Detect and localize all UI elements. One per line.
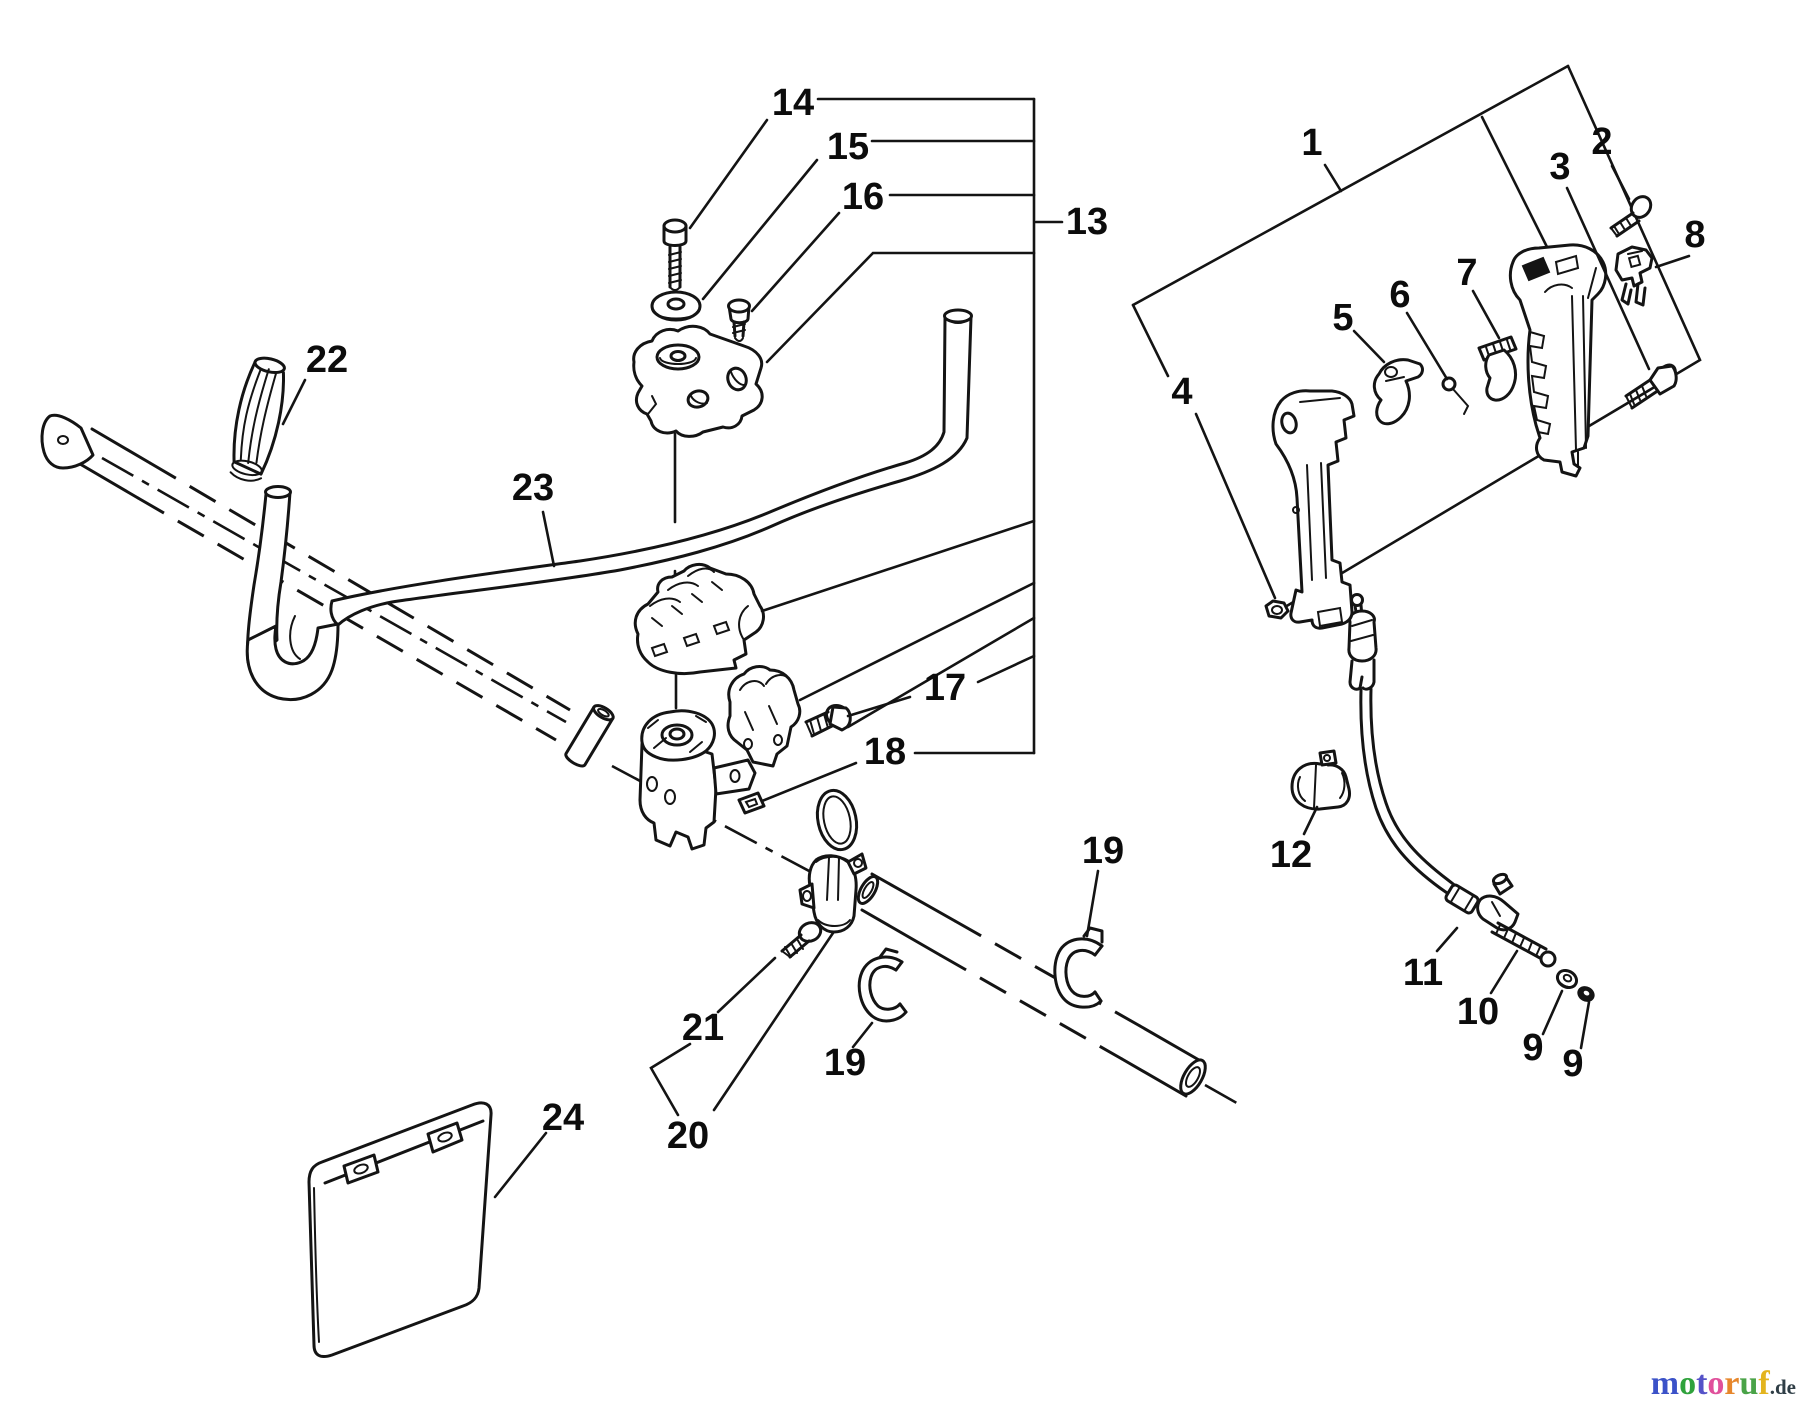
cable-clip-right-drawing bbox=[1053, 926, 1104, 1009]
upper-clamp-drawing bbox=[633, 562, 765, 676]
callout-18-label: 18 bbox=[864, 731, 906, 773]
stop-switch-drawing bbox=[1614, 245, 1654, 307]
callout-7-leader bbox=[1471, 289, 1501, 340]
mount-screw-drawing bbox=[727, 298, 751, 342]
callout-11-label: 11 bbox=[1403, 952, 1443, 994]
callout-15-label: 15 bbox=[827, 126, 869, 168]
callout-5-label: 5 bbox=[1332, 297, 1353, 339]
callout-6-label: 6 bbox=[1389, 274, 1410, 316]
callout-13-bracket-line bbox=[765, 251, 1036, 364]
callout-24-label: 24 bbox=[542, 1097, 584, 1139]
callout-13-bracket-line bbox=[976, 654, 1036, 684]
drive-tube-end-hole bbox=[57, 435, 69, 445]
clamp-seat-block-drawing bbox=[638, 709, 757, 851]
callout-13-bracket-line bbox=[760, 519, 1036, 613]
callout-9b-leader bbox=[1579, 1000, 1591, 1050]
callout-16-label: 16 bbox=[842, 176, 884, 218]
callout-20-label: 20 bbox=[667, 1115, 709, 1157]
callout-20-leader bbox=[712, 931, 835, 1112]
callout-19a-label: 19 bbox=[1082, 830, 1124, 872]
clamp-bolt-17-drawing bbox=[804, 703, 852, 738]
callout-17-label: 17 bbox=[924, 667, 966, 709]
mount-bolt-drawing bbox=[662, 218, 688, 291]
throttle-handle-box-drawing bbox=[1131, 64, 1702, 609]
callout-9b-label: 9 bbox=[1562, 1043, 1583, 1085]
throttle-cable-drawing bbox=[1290, 593, 1595, 1002]
throttle-trigger-drawing bbox=[1372, 358, 1424, 426]
callout-23-label: 23 bbox=[512, 467, 554, 509]
callout-20-leader bbox=[649, 1042, 692, 1117]
callout-10-label: 10 bbox=[1457, 991, 1499, 1033]
callout-6-leader bbox=[1405, 311, 1449, 381]
callout-9a-leader bbox=[1541, 989, 1564, 1036]
callout-4-label: 4 bbox=[1171, 371, 1192, 413]
drive-tube-solid-end bbox=[564, 704, 615, 768]
callout-9a-label: 9 bbox=[1522, 1027, 1543, 1069]
callout-4-leader bbox=[1194, 412, 1277, 600]
bar-clamp-stack-drawing bbox=[633, 562, 852, 851]
callout-13-bracket-line bbox=[798, 581, 1036, 702]
callout-3-label: 3 bbox=[1549, 146, 1570, 188]
square-nut-18-drawing bbox=[737, 791, 766, 815]
callout-2-label: 2 bbox=[1591, 121, 1612, 163]
cable-nut-9b-drawing bbox=[1577, 986, 1595, 1002]
callout-23-leader bbox=[541, 510, 556, 568]
cable-nut-9a-drawing bbox=[1555, 968, 1579, 990]
clamp-bolt-21-drawing bbox=[780, 921, 823, 959]
callout-14-leader bbox=[688, 118, 769, 230]
callout-12-label: 12 bbox=[1270, 834, 1312, 876]
callout-13-bracket-line bbox=[846, 616, 1036, 729]
callout-21-leader bbox=[716, 956, 777, 1014]
hanger-clamp-drawing bbox=[780, 788, 868, 959]
callout-19b-label: 19 bbox=[824, 1042, 866, 1084]
callout-22-label: 22 bbox=[306, 339, 348, 381]
callout-3-leader bbox=[1565, 186, 1651, 371]
callout-15-leader bbox=[701, 158, 819, 301]
handlebar-drawing bbox=[245, 308, 973, 701]
callout-21-label: 21 bbox=[682, 1007, 724, 1049]
top-mount-drawing bbox=[632, 218, 764, 710]
mount-plate-drawing bbox=[632, 324, 764, 438]
drive-shaft-tube-phantom-drawing bbox=[40, 413, 1243, 1108]
callout-12-leader bbox=[1302, 805, 1319, 836]
cable-adjuster-10-drawing bbox=[1476, 872, 1557, 968]
trigger-pin-drawing bbox=[1441, 376, 1470, 415]
shield-drawing bbox=[307, 1101, 493, 1359]
callout-17-leader bbox=[846, 695, 912, 718]
callout-16-leader bbox=[750, 211, 841, 313]
throttle-latch-drawing bbox=[1477, 335, 1518, 402]
callout-22-leader bbox=[281, 378, 307, 426]
callout-10-leader bbox=[1489, 949, 1519, 995]
callout-19b-leader bbox=[851, 1021, 874, 1049]
lower-clamp-half-drawing bbox=[726, 665, 802, 768]
callout-7-label: 7 bbox=[1456, 252, 1477, 294]
callout-1-leader bbox=[1323, 163, 1343, 193]
handle-nut-drawing bbox=[1264, 599, 1290, 620]
left-handle-half-drawing bbox=[1264, 389, 1356, 630]
callout-5-leader bbox=[1352, 329, 1386, 364]
callout-13-label: 13 bbox=[1066, 201, 1108, 243]
handle-bolt-drawing bbox=[1624, 363, 1678, 410]
callout-1-label: 1 bbox=[1301, 122, 1322, 164]
right-handle-half-drawing bbox=[1508, 243, 1608, 478]
watermark-logo: motoruf.de bbox=[1651, 1365, 1796, 1402]
callout-24-leader bbox=[493, 1131, 548, 1199]
cable-clip-left-drawing bbox=[857, 947, 908, 1023]
grip-drawing bbox=[229, 356, 286, 482]
callout-14-label: 14 bbox=[772, 82, 814, 124]
callout-leader-layer bbox=[281, 97, 1691, 1199]
callout-8-label: 8 bbox=[1684, 214, 1705, 256]
callout-8-leader bbox=[1654, 254, 1691, 269]
callout-19a-leader bbox=[1085, 869, 1100, 938]
callout-4-leader bbox=[1131, 303, 1170, 378]
handle-screw-drawing bbox=[1609, 195, 1653, 238]
cable-clamp-12-drawing bbox=[1290, 749, 1351, 811]
callout-18-leader bbox=[760, 761, 858, 803]
callout-2-leader bbox=[1610, 164, 1631, 201]
lower-drive-tube-drawing bbox=[854, 872, 1207, 1098]
cable-ferrule-drawing bbox=[1444, 883, 1480, 915]
callout-11-leader bbox=[1435, 926, 1459, 953]
